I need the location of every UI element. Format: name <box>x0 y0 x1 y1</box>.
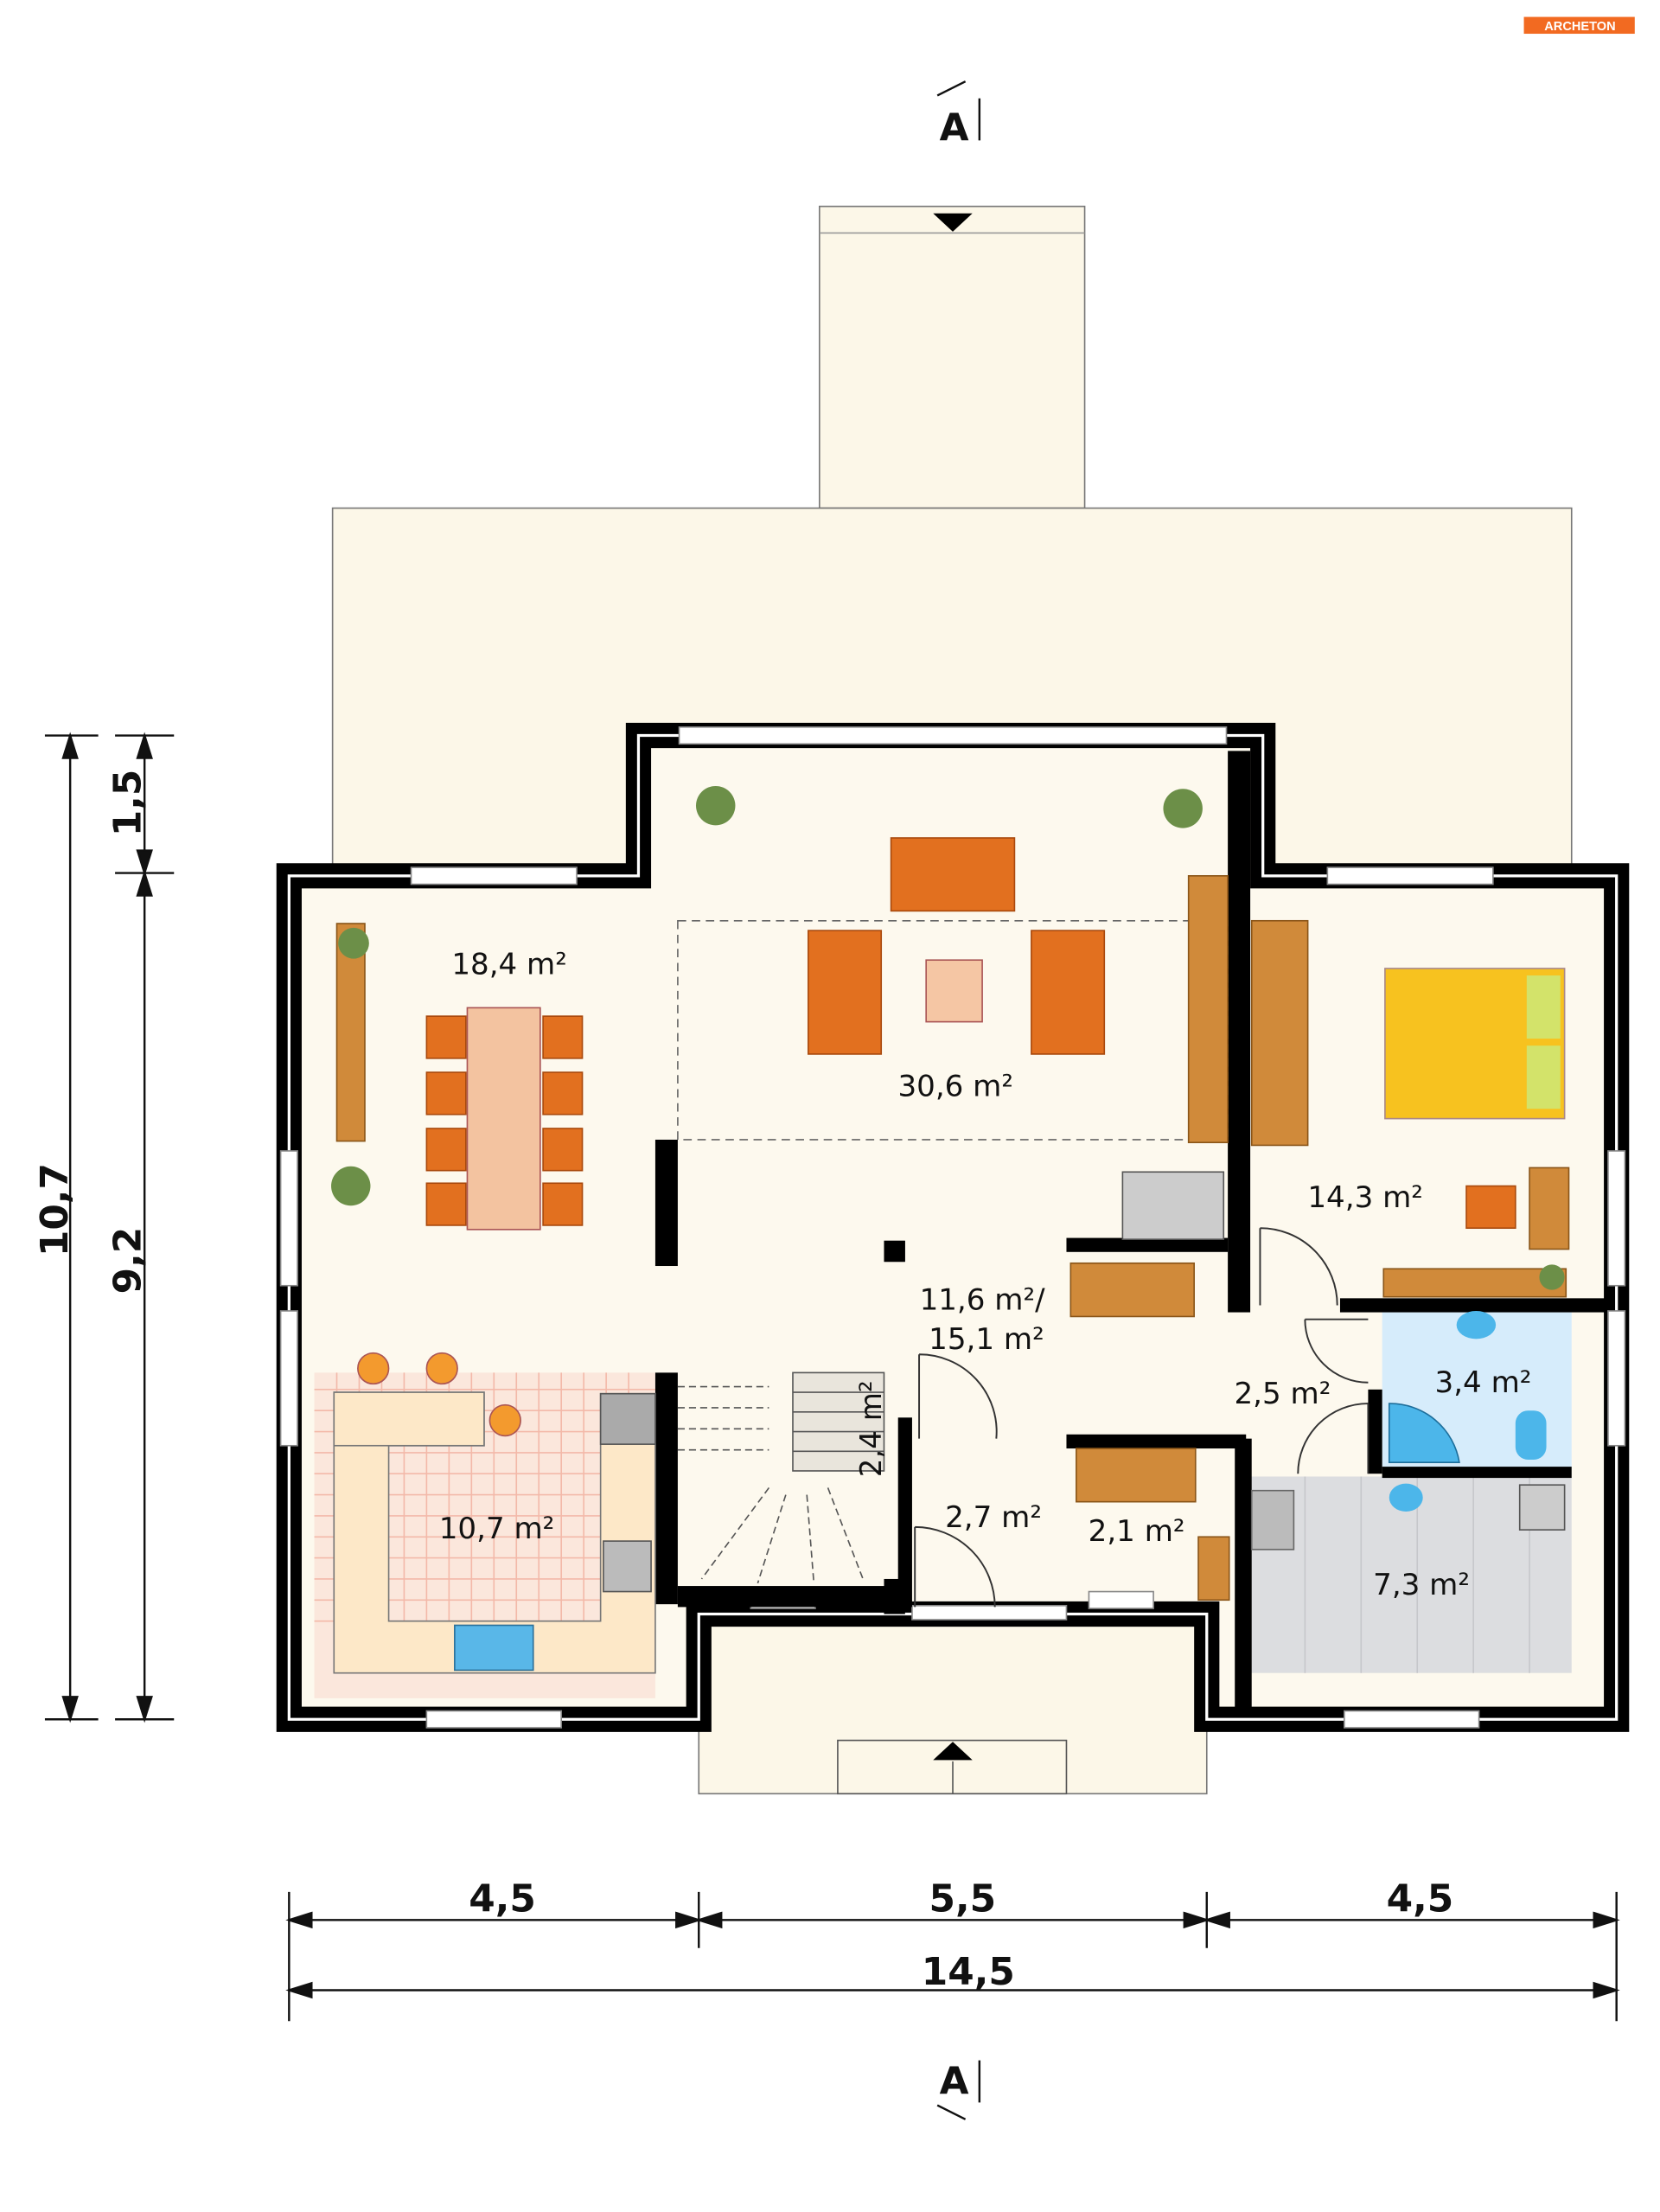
room-area-hall-total: 15,1 m² <box>929 1322 1044 1357</box>
windows <box>279 726 1626 1729</box>
svg-text:A: A <box>940 2060 969 2104</box>
coffee-table <box>925 959 983 1023</box>
dimension-left-top: 1,5 <box>105 770 150 837</box>
horizontal-dimension-lines <box>285 1891 1620 2022</box>
interior-walls <box>654 751 1607 1713</box>
pillow <box>1526 1045 1561 1109</box>
room-area-bathroom: 3,4 m² <box>1435 1365 1532 1400</box>
dimension-bottom-left: 4,5 <box>469 1877 536 1921</box>
shower-icon <box>1388 1403 1460 1464</box>
dining-chairs <box>425 1015 584 1226</box>
dimension-left-total: 10,7 <box>33 1163 77 1256</box>
staircase <box>677 1371 885 1584</box>
pantry-shelf <box>1197 1536 1230 1601</box>
washbasin-icon <box>1389 1483 1423 1512</box>
toilet-icon <box>1515 1410 1547 1460</box>
shelf <box>1382 1268 1567 1298</box>
stove-icon <box>603 1540 652 1593</box>
pillow <box>1526 975 1561 1039</box>
pantry-shelf <box>1076 1448 1197 1503</box>
wardrobe <box>1250 919 1309 1147</box>
svg-text:A: A <box>940 105 969 150</box>
section-marker-top: A <box>936 80 981 150</box>
entry-arrow-icon <box>933 213 973 232</box>
room-area-hall: 11,6 m²/ <box>920 1282 1046 1317</box>
room-area-stair-storage: 2,4 m² <box>854 1380 889 1477</box>
room-area-utility: 7,3 m² <box>1373 1568 1470 1602</box>
dimension-left-bottom: 9,2 <box>105 1227 150 1295</box>
bar-stools <box>357 1352 521 1437</box>
armchair <box>808 930 883 1055</box>
room-area-pantry: 2,1 m² <box>1089 1514 1185 1549</box>
archeton-logo: ARCHETON <box>1523 16 1635 35</box>
doors <box>914 1227 1370 1608</box>
sideboard <box>335 923 366 1142</box>
dining-table <box>466 1007 541 1231</box>
kitchen-island <box>333 1391 485 1447</box>
armchair <box>1031 930 1106 1055</box>
washbasin-icon <box>1456 1310 1497 1339</box>
boiler-icon <box>1518 1484 1566 1531</box>
room-area-bedroom: 14,3 m² <box>1307 1180 1423 1215</box>
tv-cabinet <box>1187 875 1229 1144</box>
room-area-living: 30,6 m² <box>897 1070 1013 1104</box>
room-area-kitchen: 10,7 m² <box>439 1512 555 1546</box>
room-area-corridor: 2,5 m² <box>1234 1377 1331 1411</box>
fridge <box>599 1392 656 1445</box>
utility-sink-icon <box>1250 1489 1295 1550</box>
desk <box>1529 1167 1570 1250</box>
dimension-bottom-total: 14,5 <box>922 1950 1015 1994</box>
plant-icons <box>331 785 1565 1290</box>
upper-terrace <box>819 205 1086 509</box>
room-area-vestibule: 2,7 m² <box>945 1500 1042 1535</box>
svg-text:ARCHETON: ARCHETON <box>1544 20 1615 34</box>
room-area-dining: 18,4 m² <box>451 947 567 981</box>
dimension-bottom-mid: 5,5 <box>929 1877 997 1921</box>
chair <box>1465 1185 1516 1230</box>
sofa <box>890 837 1016 912</box>
pantry-shelf <box>1069 1262 1195 1318</box>
pillar <box>884 1240 905 1263</box>
dimension-bottom-right: 4,5 <box>1387 1877 1454 1921</box>
sink-icon <box>454 1624 534 1672</box>
fireplace <box>1121 1171 1225 1240</box>
entry-arrow-icon <box>933 1742 973 1761</box>
section-marker-bottom: A <box>936 2060 981 2120</box>
vertical-dimension-lines <box>44 732 175 1723</box>
